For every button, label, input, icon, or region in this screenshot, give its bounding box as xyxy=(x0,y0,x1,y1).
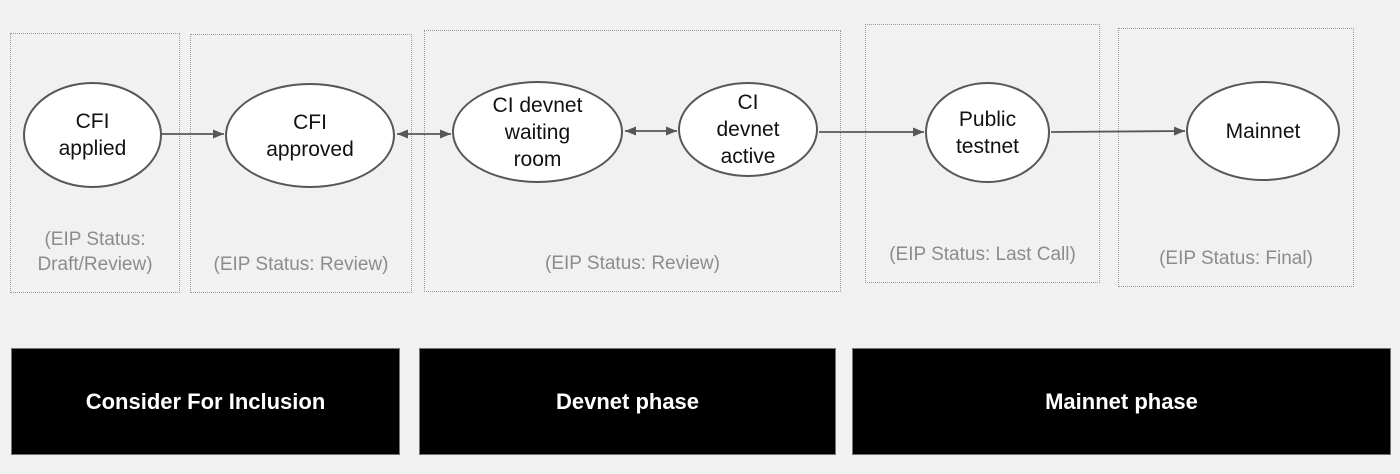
eip-status-label-review-2: (EIP Status: Review) xyxy=(545,253,720,275)
node-label-mainnet: Mainnet xyxy=(1225,119,1301,143)
phase-label-mainnet-phase: Mainnet phase xyxy=(1045,388,1198,414)
node-label-public-testnet: Public testnet xyxy=(955,107,1020,158)
eip-status-label-review-1: (EIP Status: Review) xyxy=(213,254,389,276)
node-label-ci-devnet-waiting-room: CI devnet waiting room xyxy=(492,93,583,171)
node-label-cfi-approved: CFI approved xyxy=(266,110,354,161)
eip-status-label-draft-review: (EIP Status: Draft/Review) xyxy=(37,228,153,276)
phase-bar-mainnet-phase: Mainnet phase xyxy=(852,348,1391,455)
phase-label-consider-for-inclusion: Consider For Inclusion xyxy=(85,388,326,414)
node-mainnet: Mainnet xyxy=(1186,81,1340,181)
eip-status-label-last-call: (EIP Status: Last Call) xyxy=(889,244,1076,266)
phase-label-devnet-phase: Devnet phase xyxy=(555,388,700,414)
stage-group-cfi-applied: (EIP Status: Draft/Review) xyxy=(10,33,180,293)
node-ci-devnet-active: CI devnet active xyxy=(678,82,818,177)
phase-bar-devnet-phase: Devnet phase xyxy=(419,348,836,455)
node-label-cfi-applied: CFI applied xyxy=(58,110,127,160)
eip-status-label-final: (EIP Status: Final) xyxy=(1159,248,1313,270)
stage-group-mainnet: (EIP Status: Final) xyxy=(1118,28,1354,287)
node-ci-devnet-waiting-room: CI devnet waiting room xyxy=(452,81,623,183)
stage-group-public-testnet: (EIP Status: Last Call) xyxy=(865,24,1100,283)
node-label-ci-devnet-active: CI devnet active xyxy=(716,91,780,168)
phase-bar-consider-for-inclusion: Consider For Inclusion xyxy=(11,348,400,455)
node-public-testnet: Public testnet xyxy=(925,82,1050,183)
node-cfi-applied: CFI applied xyxy=(23,82,162,188)
node-cfi-approved: CFI approved xyxy=(225,83,395,188)
stage-group-cfi-approved: (EIP Status: Review) xyxy=(190,34,412,293)
stage-group-ci-devnet: (EIP Status: Review) xyxy=(424,30,841,292)
